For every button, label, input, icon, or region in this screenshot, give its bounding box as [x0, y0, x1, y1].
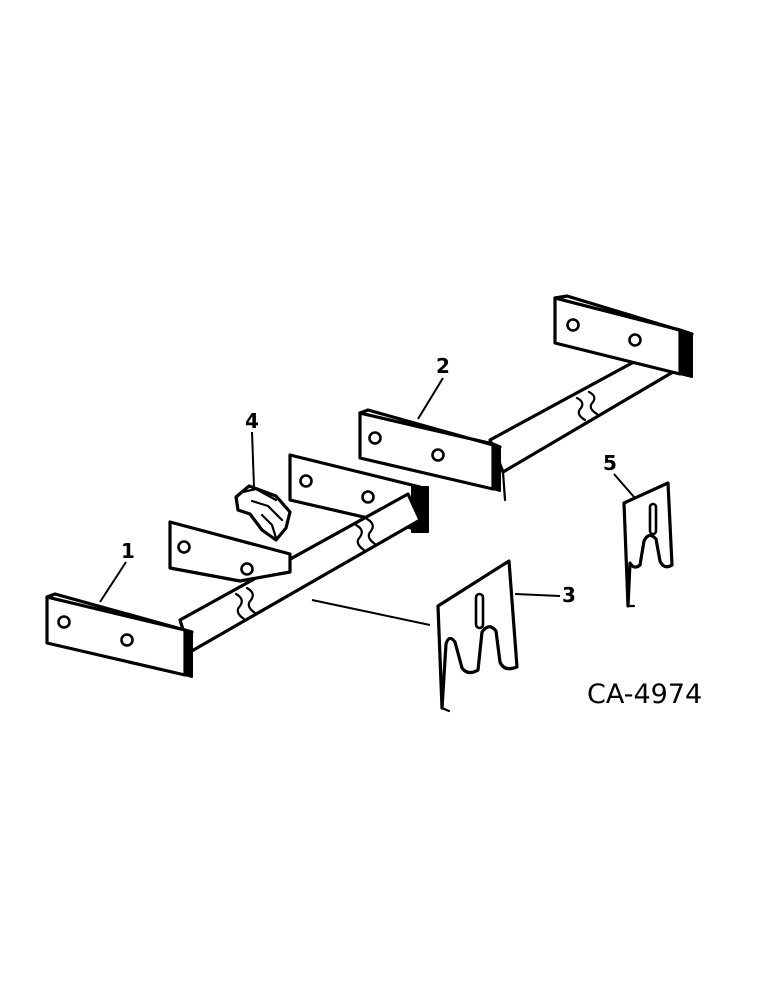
callout-1: 1	[121, 539, 135, 563]
callout-3: 3	[562, 583, 576, 607]
callout-4: 4	[245, 409, 259, 433]
callout-2: 2	[436, 354, 450, 378]
figure-code: CA-4974	[587, 679, 702, 710]
callout-5: 5	[603, 451, 617, 475]
shim-3	[311, 559, 519, 713]
leader-3	[514, 593, 561, 597]
clip-4	[234, 484, 292, 542]
support-bar-2	[358, 294, 694, 502]
shim-5	[622, 481, 674, 608]
leader-1	[99, 561, 127, 603]
leader-4	[251, 431, 255, 488]
leader-2	[417, 377, 444, 420]
leader-5	[613, 473, 635, 498]
support-bar-1	[45, 453, 429, 678]
